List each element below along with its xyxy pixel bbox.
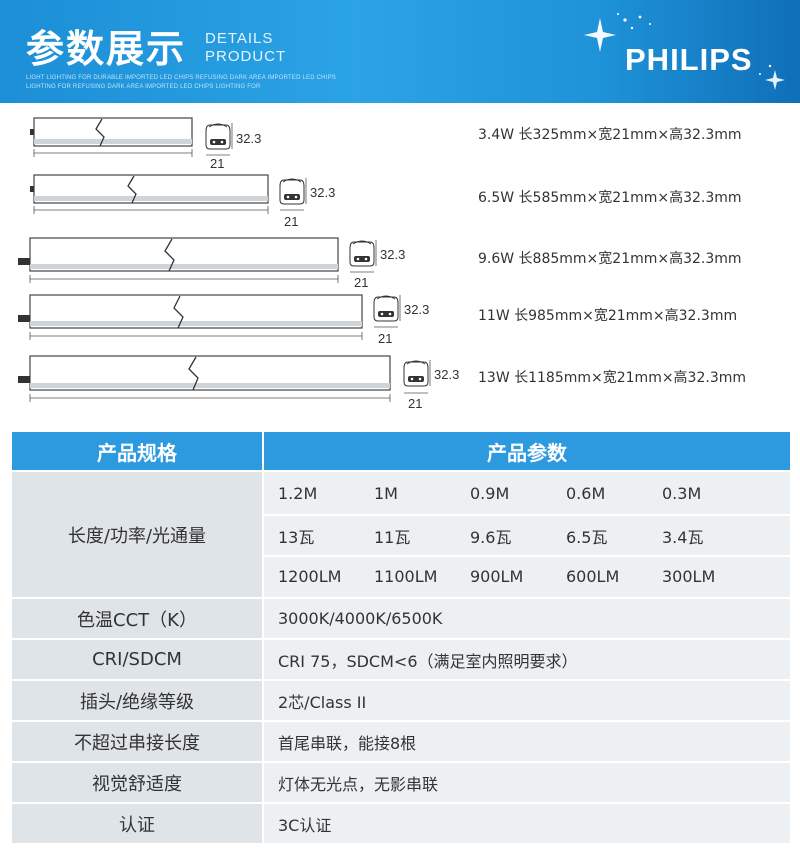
row-label: 色温CCT（K） [10,597,264,640]
lumen-cell: 1100LM [374,567,438,586]
row-label: 视觉舒适度 [10,761,264,804]
banner-title: 参数展示 [26,27,187,71]
power-cell: 3.4瓦 [662,527,704,547]
header-spec: 产品规格 [10,430,264,472]
spec-table-grid: 产品规格 产品参数 长度/功率/光通量 1.2M 1M 0.9M 0.6M 0.… [10,430,792,845]
length-cell: 0.3M [662,484,702,503]
power-row: 13瓦 11瓦 9.6瓦 6.5瓦 3.4瓦 [264,514,790,555]
banner-fine-print: LIGHT LIGHTING FOR DURABLE IMPORTED LED … [26,75,336,90]
lumen-cell: 300LM [662,567,716,586]
row-value: CRI 75，SDCM<6（满足室内照明要求） [262,638,792,681]
light-bar-13w [18,355,431,402]
model-spec: 11W 长985mm×宽21mm×高32.3mm [478,308,738,324]
row-value: 3C认证 [262,802,792,845]
table-row: 插头/绝缘等级 2芯/Class II [10,679,792,722]
length-cell: 0.6M [566,484,606,503]
spec-table: 产品规格 产品参数 长度/功率/光通量 1.2M 1M 0.9M 0.6M 0.… [10,430,792,845]
banner-subtitle-line1: DETAILS [205,30,274,47]
light-bar-diagrams [18,117,431,402]
power-cell: 6.5瓦 [566,527,608,547]
model-spec: 13W 长1185mm×宽21mm×高32.3mm [478,370,747,386]
model-spec: 6.5W 长585mm×宽21mm×高32.3mm [478,190,742,206]
size-values: 1.2M 1M 0.9M 0.6M 0.3M 13瓦 11瓦 9.6瓦 6.5瓦… [262,470,792,599]
length-cell: 1.2M [278,484,318,503]
row-value: 首尾串联，能接8根 [262,720,792,763]
length-cell: 0.9M [470,484,510,503]
row-value: 3000K/4000K/6500K [262,597,792,640]
model-spec: 3.4W 长325mm×宽21mm×高32.3mm [478,127,742,143]
table-header-row: 产品规格 产品参数 [10,430,792,472]
light-bar-3-4w [30,117,233,157]
model-spec: 9.6W 长885mm×宽21mm×高32.3mm [478,251,742,267]
row-label: CRI/SDCM [10,638,264,681]
power-cell: 11瓦 [374,527,411,547]
profile-height-label: 32.3 [404,302,430,317]
length-cell: 1M [374,484,398,503]
profile-width-label: 21 [408,396,423,411]
table-row: 认证 3C认证 [10,802,792,845]
lumen-cell: 1200LM [278,567,342,586]
profile-height-label: 32.3 [236,131,262,146]
table-row: 视觉舒适度 灯体无光点，无影串联 [10,761,792,804]
row-value: 灯体无光点，无影串联 [262,761,792,804]
power-cell: 9.6瓦 [470,527,512,547]
light-bar-6-5w [30,174,307,214]
lumen-cell: 900LM [470,567,524,586]
brand-logo: PHILIPS [625,42,753,77]
profile-width-label: 21 [284,214,299,229]
sparkle-icon [584,13,785,90]
light-bar-11w [18,294,401,340]
header-params: 产品参数 [262,430,792,472]
table-row: 长度/功率/光通量 1.2M 1M 0.9M 0.6M 0.3M 13瓦 11瓦… [10,470,792,599]
lumen-cell: 600LM [566,567,620,586]
table-row: 不超过串接长度 首尾串联，能接8根 [10,720,792,763]
light-bar-9-6w [18,237,377,283]
table-row: CRI/SDCM CRI 75，SDCM<6（满足室内照明要求） [10,638,792,681]
profile-width-label: 21 [354,275,369,290]
profile-height-label: 32.3 [380,247,406,262]
power-cell: 13瓦 [278,527,315,547]
banner-subtitle-line2: PRODUCT [205,48,287,65]
row-label: 不超过串接长度 [10,720,264,763]
profile-height-label: 32.3 [434,367,460,382]
banner-subtitle: DETAILS PRODUCT [205,30,286,66]
row-value: 2芯/Class II [262,679,792,722]
lumen-row: 1200LM 1100LM 900LM 600LM 300LM [264,555,790,596]
profile-width-label: 21 [210,156,225,171]
length-row: 1.2M 1M 0.9M 0.6M 0.3M [264,473,790,514]
profile-width-label: 21 [378,331,393,346]
row-label: 插头/绝缘等级 [10,679,264,722]
size-label: 长度/功率/光通量 [10,470,264,599]
header-banner: 参数展示 DETAILS PRODUCT LIGHT LIGHTING FOR … [0,0,800,103]
table-row: 色温CCT（K） 3000K/4000K/6500K [10,597,792,640]
row-label: 认证 [10,802,264,845]
product-drawings: 32.3 21 32.3 21 32.3 21 32.3 21 32.3 21 … [0,103,800,423]
profile-height-label: 32.3 [310,185,336,200]
